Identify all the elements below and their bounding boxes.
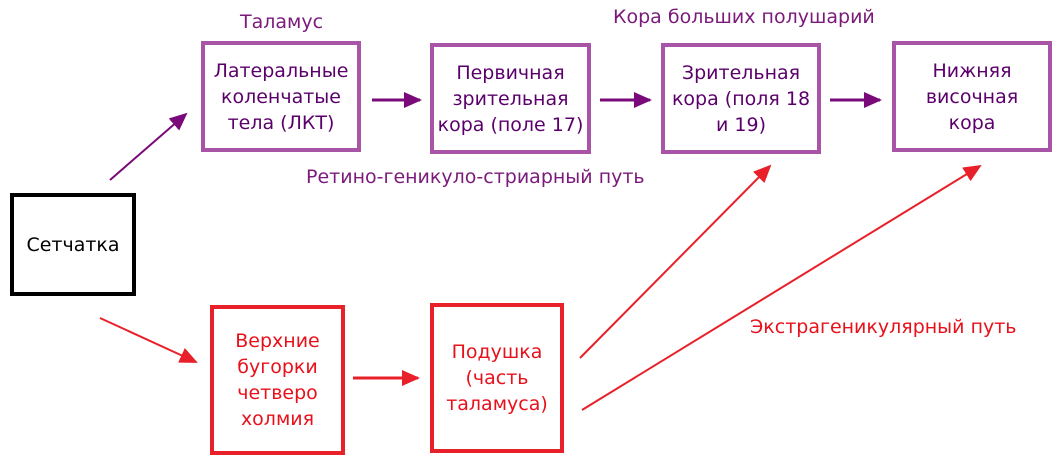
primary-visual-cortex-box: Первичная зрительная кора (поле 17): [430, 43, 591, 154]
cortex-label: Кора больших полушарий: [613, 6, 875, 28]
superior-colliculi-box: Верхние бугорки четверо холмия: [210, 305, 345, 455]
arrow-retina-to-colliculi: [99, 317, 198, 363]
geniculo-striate-path-label: Ретино-геникуло-стриарный путь: [306, 166, 645, 188]
extrageniculate-path-label: Экстрагеникулярный путь: [750, 316, 1017, 338]
visual-cortex-box: Зрительная кора (поля 18 и 19): [661, 43, 821, 154]
retina-box: Сетчатка: [10, 193, 136, 296]
pulvinar-box: Подушка (часть таламуса): [430, 303, 564, 453]
arrow-pulvinar-to-temporal: [581, 164, 982, 411]
inferior-temporal-cortex-box: Нижняя височная кора: [892, 41, 1052, 152]
arrow-retina-to-lgn: [109, 112, 188, 181]
arrow-pulvinar-to-visual: [579, 164, 772, 359]
lgn-box: Латеральные коленчатые тела (ЛКТ): [201, 41, 361, 152]
thalamus-label: Таламус: [240, 11, 324, 33]
